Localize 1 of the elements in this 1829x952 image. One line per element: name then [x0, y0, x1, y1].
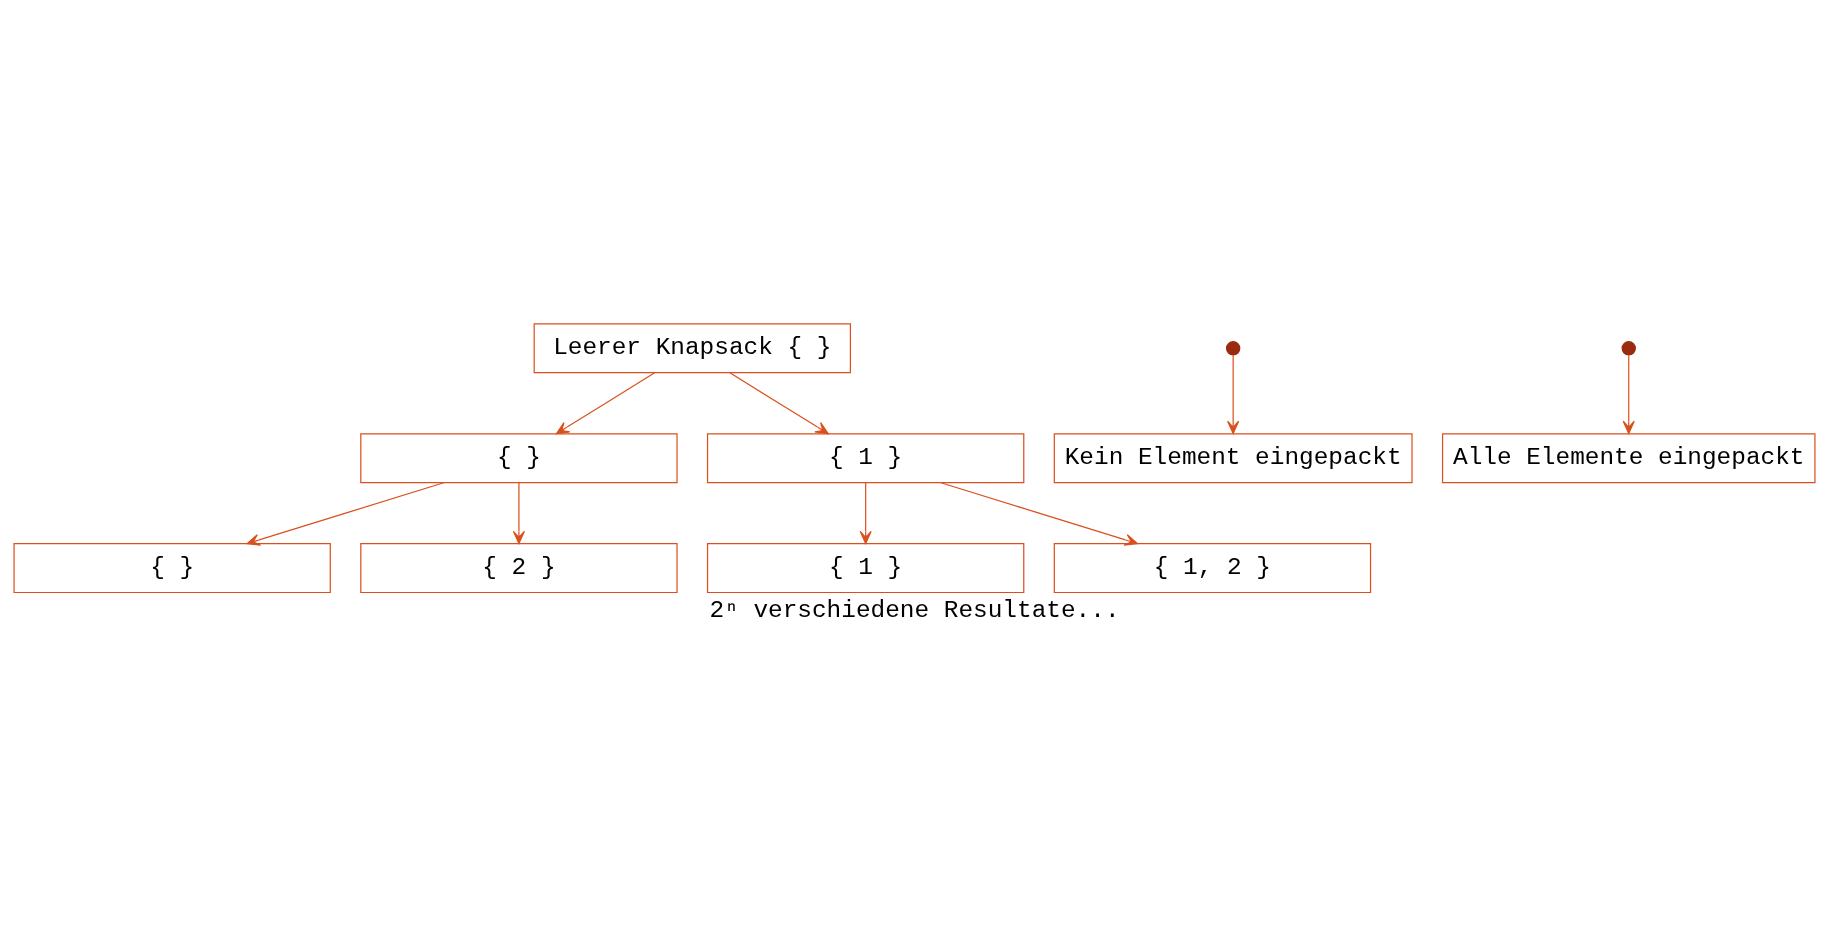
- caption: 2ⁿ verschiedene Resultate...: [709, 596, 1120, 624]
